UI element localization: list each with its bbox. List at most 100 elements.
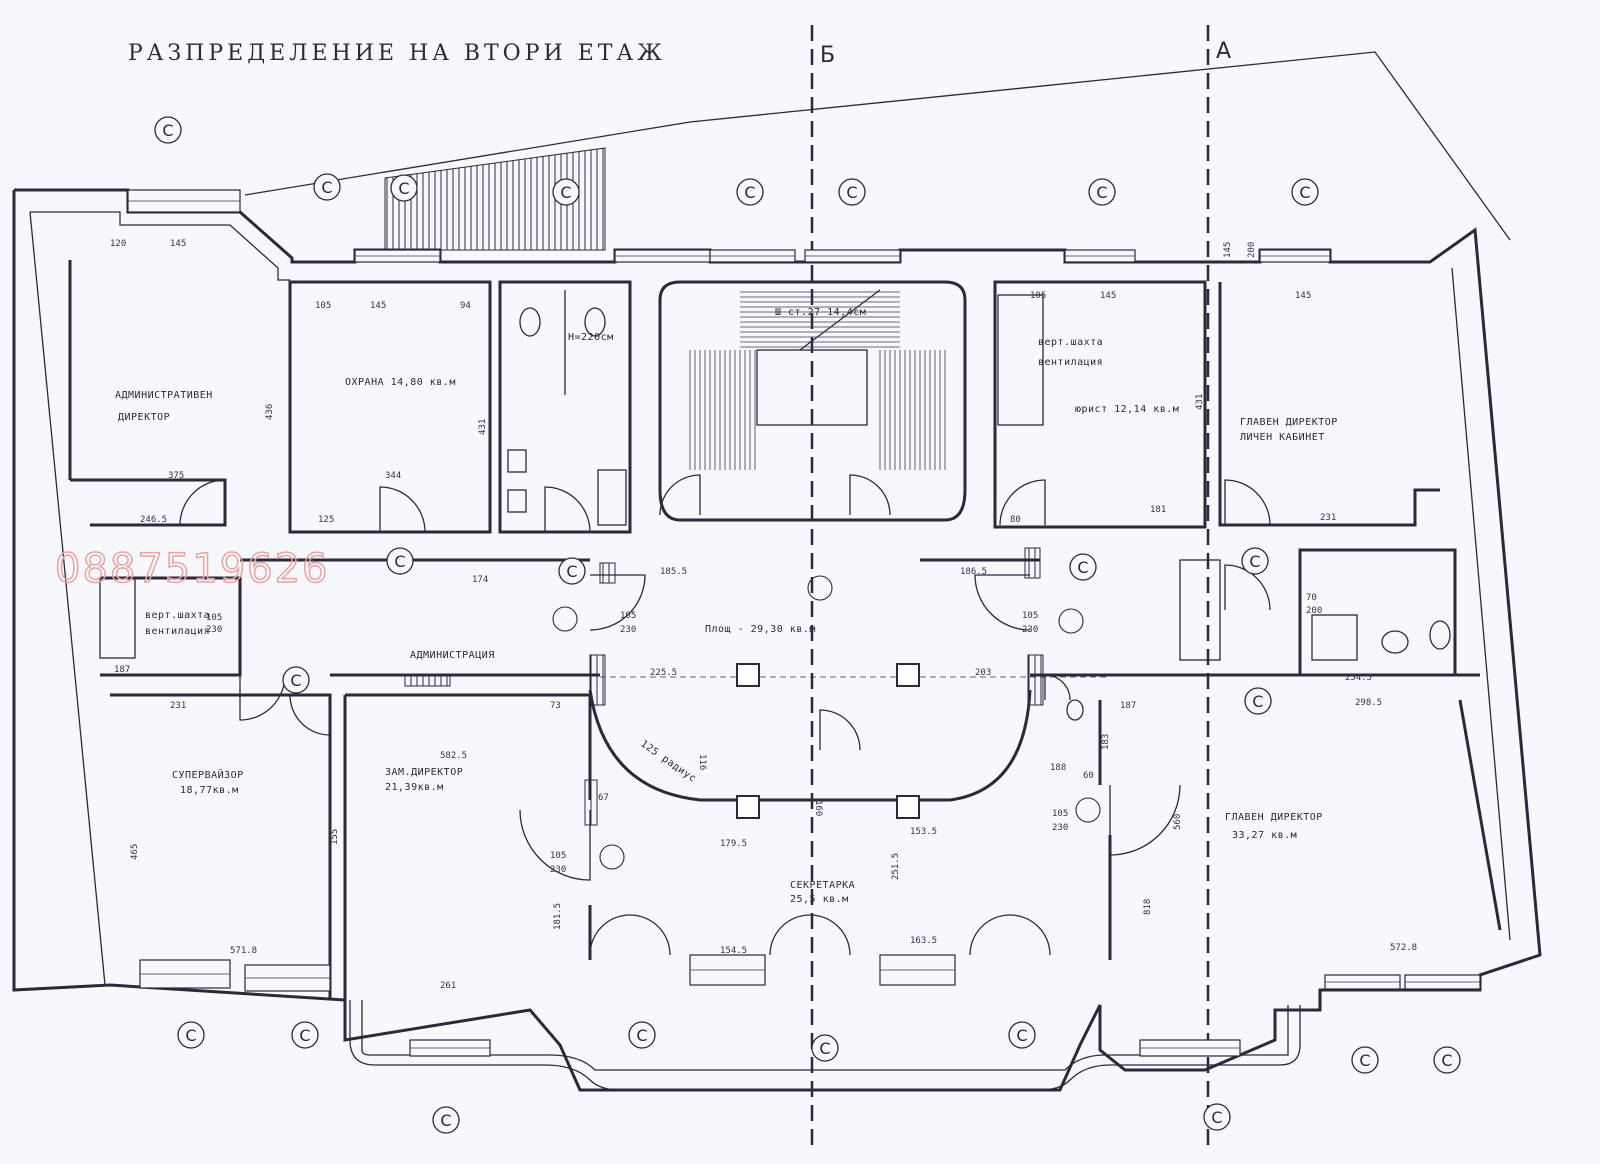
dim-153: 153.5 [910,827,937,837]
dim-187: 187 [1120,701,1136,711]
window-tag-letter: С [1441,1051,1452,1070]
dim-230-sec: 230 [550,865,566,875]
window-tag-icon [282,666,310,694]
room-vent-left: вентилация [145,626,210,637]
toilet-4-icon [1066,699,1084,721]
dim-105-gd: 105 [1052,809,1068,819]
door-swing [544,486,591,533]
door-swing [179,479,226,526]
room-security: ОХРАНА 14,80 кв.м [345,377,456,388]
phone-watermark: 0887519626 [55,546,330,592]
french-door-right [1009,914,1051,956]
radius-note: 125 радиус [638,738,698,784]
pillar-4 [1027,654,1044,706]
stairs-note: Ш ст.27 14,4см [775,307,866,318]
dim-230-c1: 230 [620,625,636,635]
window-tag-icon [1241,547,1269,575]
room-ventilation: вентилация [1038,357,1103,368]
window-tag-icon [1351,1046,1379,1074]
dim-188: 188 [1050,763,1066,773]
french-door-right [809,914,851,956]
room-labels: АДМИНИСТРАТИВЕН ДИРЕКТОР ОХРАНА 14,80 кв… [115,307,1337,905]
dim-179: 179.5 [720,839,747,849]
room-deputy-line1: ЗАМ.ДИРЕКТОР [385,767,463,778]
toilet-2-icon [584,307,606,337]
room-deputy-line2: 21,39кв.м [385,782,444,793]
plan-title: РАЗПРЕДЕЛЕНИЕ НА ВТОРИ ЕТАЖ [128,41,666,66]
supervisor-walls [110,693,332,1000]
radiator-strip [404,675,451,687]
room-secretary-line1: СЕКРЕТАРКА [790,880,855,891]
window-tag-letter: С [1252,692,1263,711]
south-bay-outline [349,1000,1301,1091]
sink-3-icon [1381,630,1409,654]
doors [179,474,1271,956]
window-tag-letter: С [394,552,405,571]
door-swing [519,809,591,881]
room-shaft-left: верт.шахта [145,610,210,621]
dim-105-s: 105 [206,613,222,623]
window-tag-letter: С [1077,558,1088,577]
window-tag-icon [1008,1021,1036,1049]
window-tag-icon [1088,178,1116,206]
dim-230-gd: 230 [1052,823,1068,833]
sink-2-icon [507,489,527,513]
dim-181: 181 [1150,505,1166,515]
dim-251: 251.5 [891,853,901,880]
dim-160: 160 [813,800,823,816]
room-gd-cabinet-line2: ЛИЧЕН КАБИНЕТ [1240,432,1325,443]
dim-73: 73 [550,701,561,711]
dim-110: 105 [1030,291,1046,301]
sink-1-icon [507,449,527,473]
stair-arrow [799,289,881,351]
shower-1-icon [597,469,627,526]
door-swing [1044,674,1071,701]
window-tag-icon [736,178,764,206]
window-tag-icon [1069,553,1097,581]
door-swing [239,674,286,721]
room-administration: АДМИНИСТРАЦИЯ [410,650,495,661]
door-swing [819,709,861,751]
french-door-left [589,914,631,956]
dim-180: 145 [170,239,186,249]
dim-145-right: 145 [1100,291,1116,301]
window-tag-letter: С [162,121,173,140]
window-tag-letter: С [440,1111,451,1130]
door-tag-icon [552,606,578,632]
door-swing [1224,564,1271,611]
dim-145-top: 145 [370,301,386,311]
gd-cabinet-walls [1218,282,1440,527]
dim-174: 174 [472,575,488,585]
dim-145-gd: 145 [1295,291,1311,301]
gd-east-wall [1458,699,1502,931]
door-swing [974,574,1031,631]
window-tag-icon [313,173,341,201]
window-tag-icon [811,1034,839,1062]
dim-230-c2: 230 [1022,625,1038,635]
pillar-2 [1024,547,1041,579]
dim-246: 246.5 [140,515,167,525]
window-tag-icon [558,557,586,585]
window-tag-letter: С [1299,183,1310,202]
dim-465: 465 [130,844,140,860]
door-swing [1109,784,1181,856]
neighbour-line [244,51,1511,241]
dim-185: 185.5 [660,567,687,577]
toilet-3-icon [1429,620,1451,650]
dim-105-c2: 105 [1022,611,1038,621]
window-tag-letter: С [290,671,301,690]
room-lawyer: юрист 12,14 кв.м [1075,404,1179,415]
dim-375: 375 [168,471,184,481]
room-gd-line1: ГЛАВЕН ДИРЕКТОР [1225,812,1323,823]
dim-344: 344 [385,471,401,481]
room-admin-director-line1: АДМИНИСТРАТИВЕН [115,390,213,401]
window-tag-icon [386,547,414,575]
wc-height-note: Н=220см [568,332,614,343]
pillar-3 [589,654,606,706]
window-tag-letter: С [636,1026,647,1045]
door-swing [849,474,891,516]
dim-431-r: 431 [1195,394,1205,410]
door-swing [1224,479,1271,526]
dim-116: 116 [697,754,707,770]
shaft-left-walls [100,576,242,677]
